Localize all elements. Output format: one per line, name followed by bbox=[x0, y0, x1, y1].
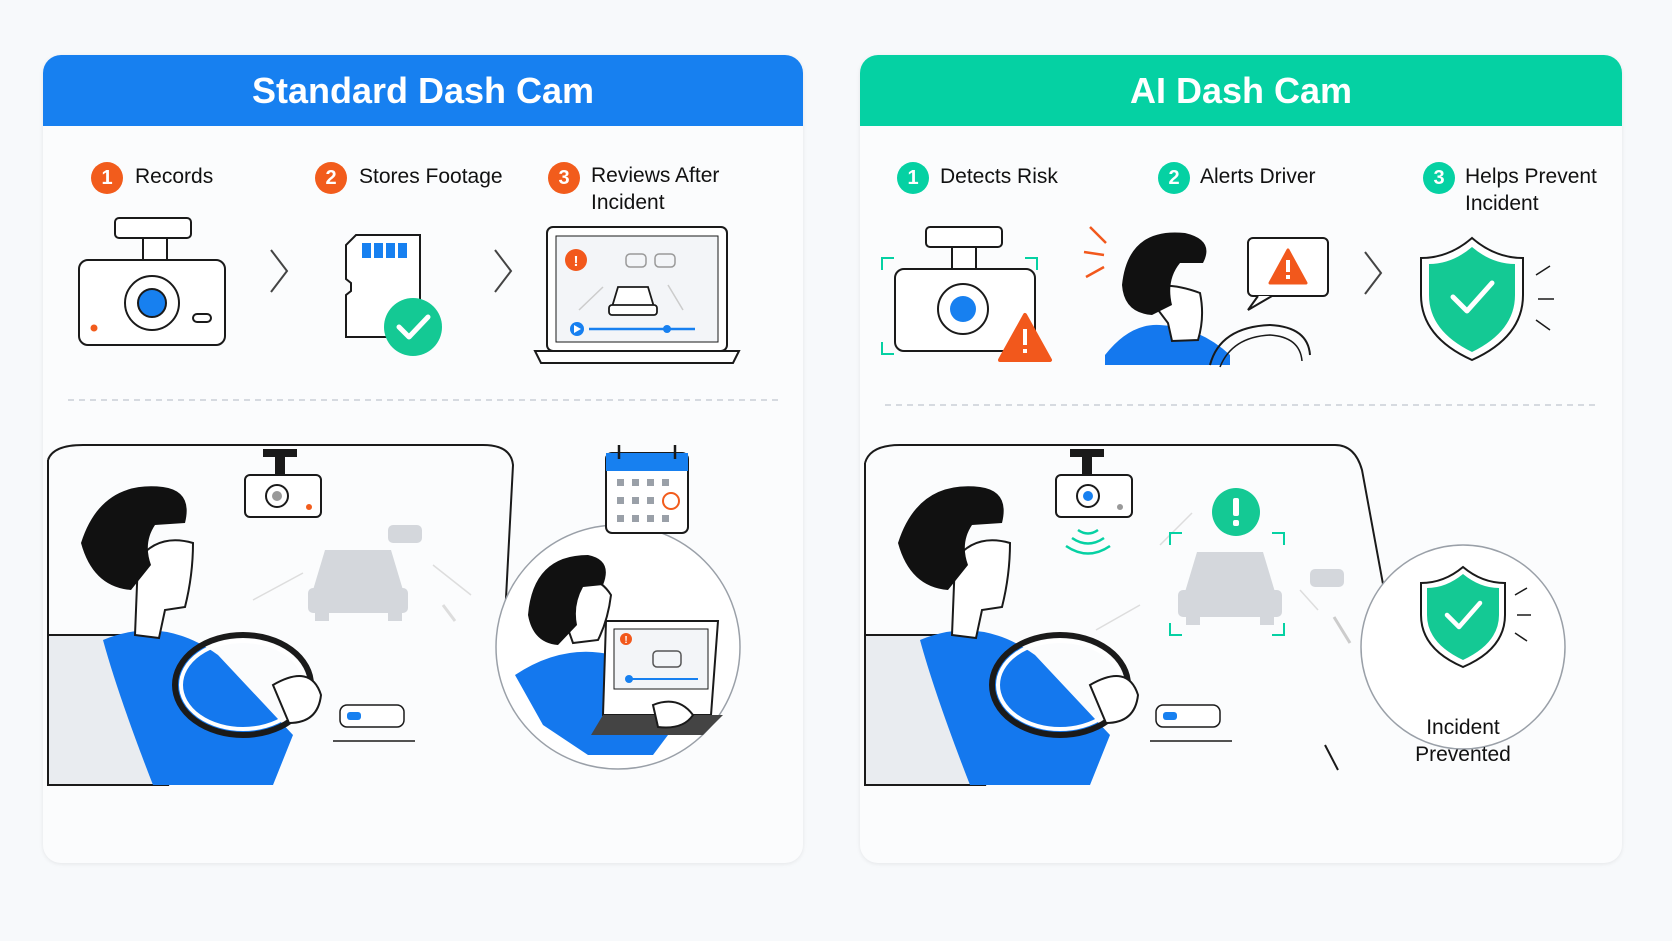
step-badge-1: 1 bbox=[897, 162, 929, 194]
chevron-right-icon bbox=[270, 249, 289, 293]
standard-panel-title: Standard Dash Cam bbox=[43, 55, 803, 126]
driver-alert-icon bbox=[1083, 226, 1329, 368]
chevron-right-icon bbox=[494, 249, 513, 293]
review-later-inset: ! bbox=[495, 445, 741, 770]
dash-cam-icon bbox=[78, 217, 226, 346]
ai-illustrations bbox=[864, 226, 1597, 786]
detected-car-icon bbox=[1169, 488, 1285, 636]
dash-cam-warning-icon bbox=[881, 226, 1052, 362]
sd-card-check-icon bbox=[345, 234, 442, 356]
step-badge-2: 2 bbox=[315, 162, 347, 194]
standard-dash-cam-panel: Standard Dash Cam bbox=[43, 55, 803, 863]
standard-illustrations: ! bbox=[47, 217, 778, 786]
step-label-records: Records bbox=[135, 165, 214, 188]
step-label-helps-prevent-incident: Helps Prevent Incident bbox=[1465, 165, 1597, 215]
distant-car-icon bbox=[1310, 569, 1344, 587]
step-badge-2: 2 bbox=[1158, 162, 1190, 194]
svg-text:!: ! bbox=[624, 635, 627, 646]
ai-dash-cam-panel: AI Dash Cam bbox=[860, 55, 1622, 863]
mounted-dash-cam-icon bbox=[244, 449, 322, 518]
driver-scene bbox=[47, 444, 515, 786]
incident-prevented-caption: Incident Prevented bbox=[1415, 716, 1511, 766]
step-label-reviews-after-incident: Reviews After Incident bbox=[591, 164, 720, 214]
shield-check-icon bbox=[1420, 236, 1554, 362]
chevron-right-icon bbox=[1364, 251, 1383, 295]
ai-panel-title: AI Dash Cam bbox=[860, 55, 1622, 126]
svg-text:!: ! bbox=[574, 253, 579, 270]
step-label-detects-risk: Detects Risk bbox=[940, 165, 1058, 188]
calendar-icon bbox=[605, 445, 689, 534]
ai-driver-scene bbox=[864, 444, 1386, 786]
mounted-ai-dash-cam-icon bbox=[1055, 449, 1133, 555]
road-car-icon bbox=[308, 525, 422, 621]
incident-prevented-inset bbox=[1360, 544, 1566, 750]
step-badge-3: 3 bbox=[1423, 162, 1455, 194]
laptop-playback-icon: ! bbox=[533, 226, 741, 364]
step-badge-1: 1 bbox=[91, 162, 123, 194]
step-label-alerts-driver: Alerts Driver bbox=[1200, 165, 1316, 188]
step-badge-3: 3 bbox=[548, 162, 580, 194]
step-label-stores-footage: Stores Footage bbox=[359, 165, 503, 188]
